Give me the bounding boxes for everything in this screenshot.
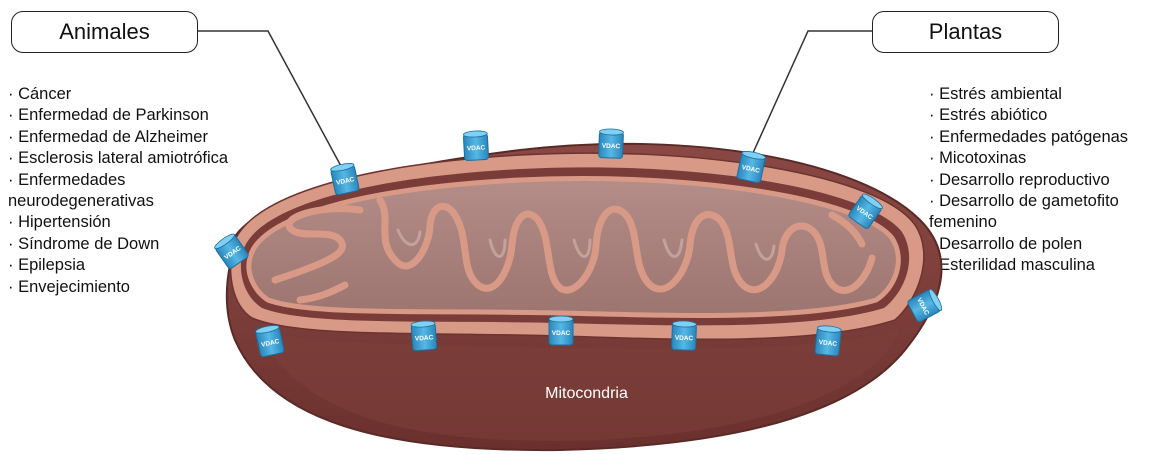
animales-connector-line bbox=[198, 31, 342, 168]
mitochondria-label: Mitocondria bbox=[0, 385, 1173, 403]
vdac-channel: VDAC bbox=[411, 320, 437, 351]
vdac-label: VDAC bbox=[415, 334, 434, 342]
vdac-channel: VDAC bbox=[549, 316, 573, 345]
vdac-label: VDAC bbox=[675, 335, 694, 343]
plantas-connector-line bbox=[748, 31, 872, 164]
vdac-channel: VDAC bbox=[463, 130, 488, 160]
vdac-label: VDAC bbox=[602, 143, 621, 151]
vdac-channel: VDAC bbox=[599, 129, 624, 159]
vdac-label: VDAC bbox=[552, 330, 571, 337]
vdac-channel: VDAC bbox=[815, 325, 842, 356]
vdac-channel: VDAC bbox=[672, 321, 697, 351]
vdac-label: VDAC bbox=[467, 145, 486, 153]
